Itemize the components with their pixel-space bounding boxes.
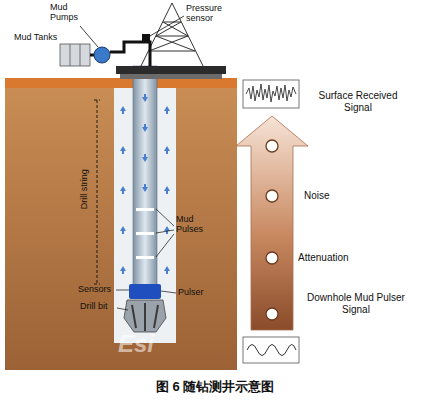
stage-dot (266, 140, 278, 152)
earth-body (5, 86, 237, 370)
drill-bit-shape (124, 300, 166, 332)
flow-arrow (120, 266, 126, 274)
flow-arrow (164, 106, 170, 114)
signal-stage-label: Attenuation (298, 252, 378, 264)
rig-floor (116, 66, 226, 74)
signal-stage-label: Downhole Mud Pulser Signal (306, 292, 406, 315)
mud-tank-divider (70, 44, 80, 66)
leader-line (150, 16, 184, 36)
rig-base (120, 74, 222, 79)
part-label: Drill string (79, 149, 89, 229)
leader-line (117, 308, 128, 310)
flow-arrow (142, 154, 148, 162)
mud-pulse (136, 208, 154, 211)
figure-caption: 图 6 随钻测井示意图 (60, 380, 370, 395)
flow-arrow (120, 106, 126, 114)
leader-line (116, 290, 129, 291)
part-label: Drill bit (80, 301, 120, 311)
bit-cutters (132, 303, 158, 331)
flow-arrow (142, 124, 148, 132)
leader-line (80, 26, 98, 47)
leader-line (156, 209, 174, 257)
surface-signal-box (243, 80, 299, 108)
propagation-arrow (236, 116, 308, 330)
watermark: Esi (118, 330, 188, 358)
part-label: Pressure sensor (186, 3, 236, 24)
signal-stage-label: Surface Received Signal (318, 90, 398, 113)
derrick-brace (149, 22, 195, 51)
flow-arrow (120, 186, 126, 194)
stage-dot (266, 252, 278, 264)
ground-surface (5, 78, 237, 88)
mud-pulse (136, 256, 154, 259)
drill-string-bracket (94, 100, 100, 284)
flow-arrow (164, 186, 170, 194)
pressure-sensor-symbol (142, 34, 150, 41)
flow-arrow (120, 146, 126, 154)
flow-arrow (120, 226, 126, 234)
stage-dot (266, 190, 278, 202)
sine-waveform (247, 345, 296, 356)
pulser-sub (129, 284, 161, 299)
part-label: Mud Tanks (14, 32, 74, 42)
drill-pipe (133, 66, 157, 288)
flow-arrow (142, 94, 148, 102)
noisy-waveform (246, 84, 296, 102)
standpipe (110, 42, 150, 66)
part-label: Mud Pumps (50, 2, 90, 23)
flow-arrow (164, 226, 170, 234)
stage-dot (266, 308, 278, 320)
downhole-signal-box (243, 337, 299, 363)
flow-arrow (142, 184, 148, 192)
part-label: Sensors (78, 284, 118, 294)
mud-tank (60, 44, 90, 66)
flow-arrow (164, 266, 170, 274)
mud-pulse (136, 232, 154, 235)
part-label: Pulser (178, 287, 218, 297)
mud-pump (94, 47, 110, 63)
part-label: Mud Pulses (176, 214, 216, 235)
flow-arrow (164, 146, 170, 154)
signal-stage-label: Noise (304, 190, 354, 202)
leader-line (161, 291, 176, 293)
